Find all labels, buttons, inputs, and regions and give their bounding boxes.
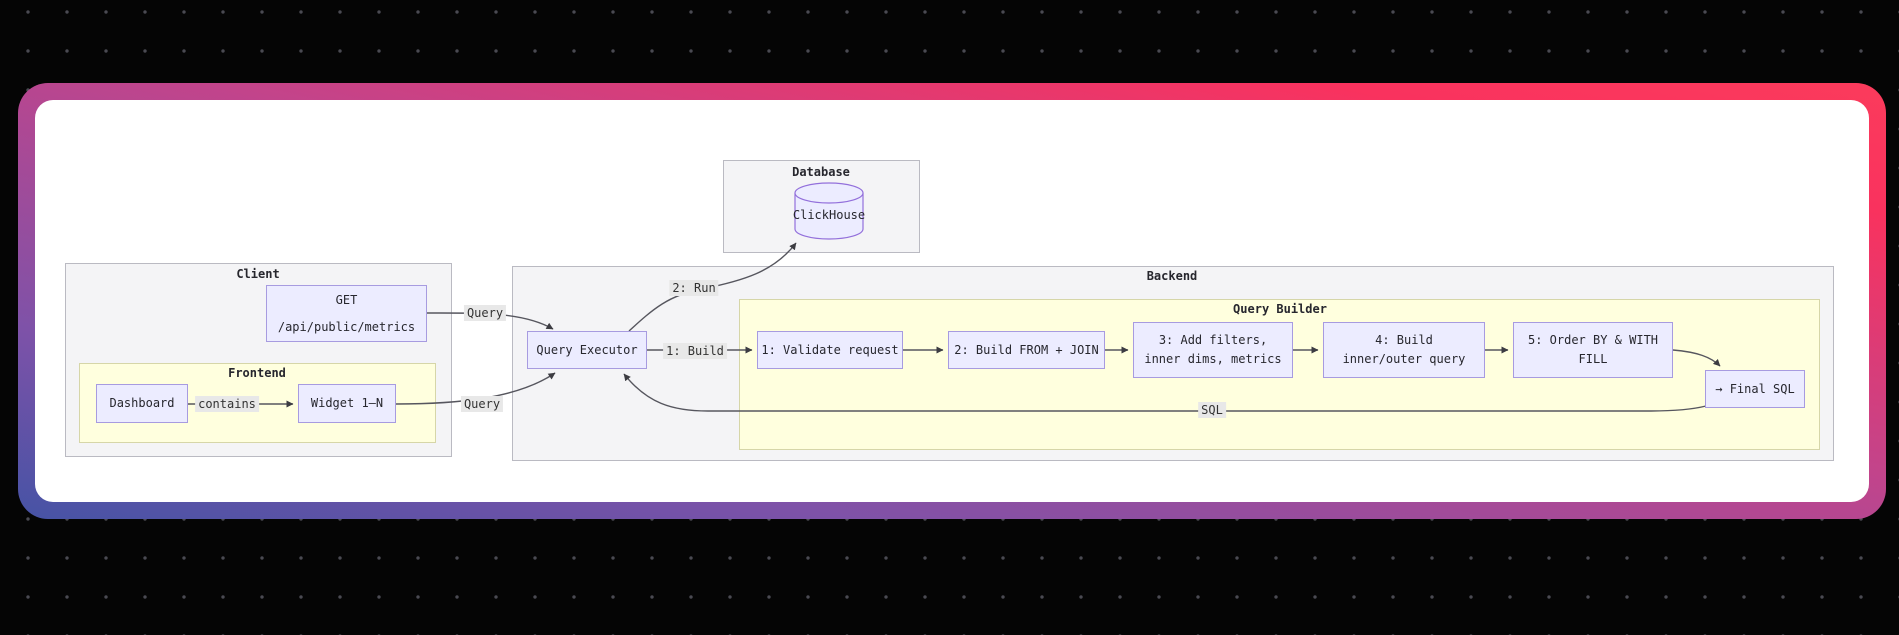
edge-label-sql: SQL xyxy=(1198,402,1226,418)
node-order-by-fill-line1: 5: Order BY & WITH xyxy=(1527,333,1659,347)
node-get-endpoint: GET /api/public/metrics xyxy=(266,285,427,342)
node-get-endpoint-line2: /api/public/metrics xyxy=(277,319,416,334)
edge-label-query-top: Query xyxy=(463,305,507,321)
node-widget: Widget 1–N xyxy=(298,384,396,423)
node-get-endpoint-line1: GET xyxy=(335,292,358,307)
node-build-from-join: 2: Build FROM + JOIN xyxy=(948,331,1105,369)
edge-label-run: 2: Run xyxy=(669,280,719,296)
node-final-sql: → Final SQL xyxy=(1705,370,1805,408)
cluster-client-title: Client xyxy=(236,267,280,281)
cluster-database-title: Database xyxy=(792,165,850,179)
edge-label-build: 1: Build xyxy=(663,343,727,359)
node-order-by-fill-line2: FILL xyxy=(1578,352,1608,366)
node-final-sql-label: → Final SQL xyxy=(1715,381,1795,396)
edge-label-contains: contains xyxy=(195,396,259,412)
node-build-inner-outer: 4: Build inner/outer query xyxy=(1323,322,1485,378)
node-add-filters: 3: Add filters, inner dims, metrics xyxy=(1133,322,1293,378)
node-order-by-fill: 5: Order BY & WITH FILL xyxy=(1513,322,1673,378)
node-clickhouse-label: ClickHouse xyxy=(792,208,866,222)
node-validate-request: 1: Validate request xyxy=(757,331,903,369)
node-dashboard-label: Dashboard xyxy=(109,396,175,410)
node-dashboard: Dashboard xyxy=(96,384,188,423)
cluster-backend-title: Backend xyxy=(1146,269,1198,283)
node-query-executor-label: Query Executor xyxy=(536,342,638,357)
cluster-query-builder-title: Query Builder xyxy=(1233,302,1327,316)
node-build-inner-outer-line1: 4: Build xyxy=(1375,333,1433,347)
cluster-frontend-title: Frontend xyxy=(228,366,286,380)
node-validate-request-label: 1: Validate request xyxy=(761,342,899,357)
node-build-from-join-label: 2: Build FROM + JOIN xyxy=(954,342,1099,357)
node-build-inner-outer-line2: inner/outer query xyxy=(1342,352,1466,366)
node-widget-label: Widget 1–N xyxy=(310,396,384,410)
node-add-filters-line1: 3: Add filters, xyxy=(1158,333,1268,347)
node-query-executor: Query Executor xyxy=(527,331,647,369)
edge-label-query-bottom: Query xyxy=(460,396,504,412)
node-add-filters-line2: inner dims, metrics xyxy=(1144,352,1282,366)
